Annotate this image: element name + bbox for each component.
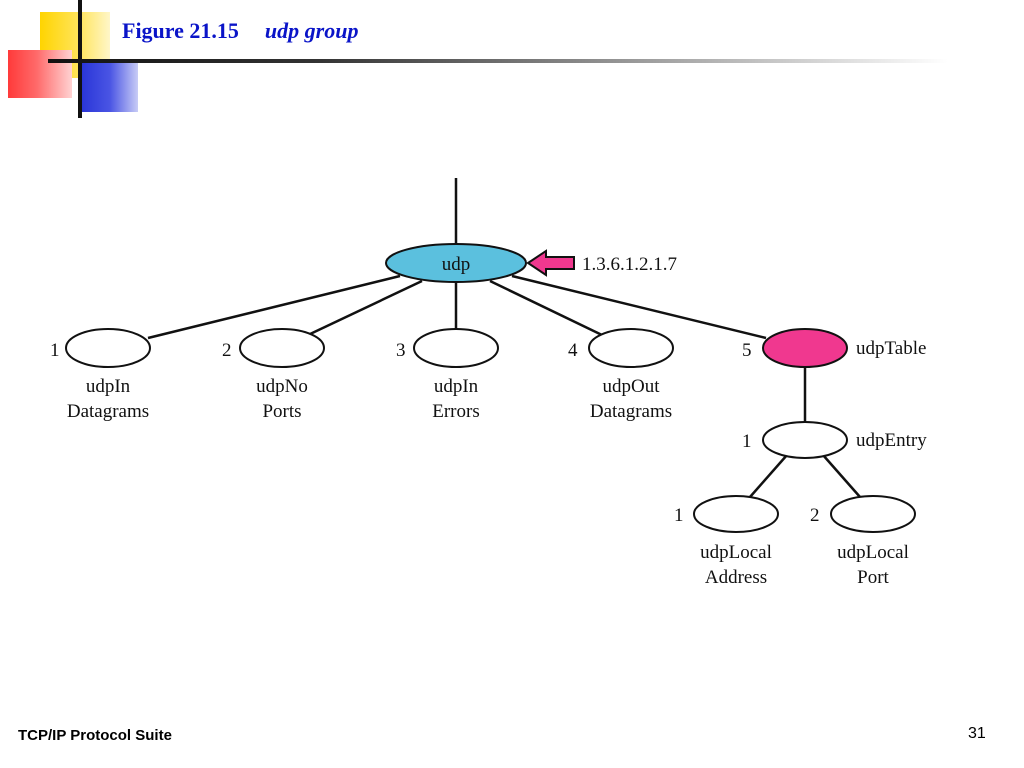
- footer-title: TCP/IP Protocol Suite: [18, 727, 172, 744]
- child-2-index: 2: [222, 340, 232, 361]
- node-udp-in-errors: [413, 328, 499, 368]
- leaf-2-label-line2: Port: [857, 567, 889, 588]
- node-udp-no-ports: [239, 328, 325, 368]
- child-3-label-line1: udpIn: [434, 376, 479, 397]
- leaf-2-index: 2: [810, 505, 820, 526]
- child-1-index: 1: [50, 340, 60, 361]
- udp-entry-label: udpEntry: [856, 430, 927, 451]
- node-udp-out-datagrams: [588, 328, 674, 368]
- leaf-1-label-line2: Address: [705, 567, 767, 588]
- edge-entry-leaf-2: [822, 454, 861, 498]
- node-udp-in-datagrams: [65, 328, 151, 368]
- child-2-label-line1: udpNo: [256, 376, 308, 397]
- node-udp-local-port: [830, 495, 916, 533]
- slide-title: Figure 21.15 udp group: [122, 18, 358, 44]
- child-1-label-line1: udpIn: [86, 376, 131, 397]
- corner-blue-square: [82, 62, 138, 112]
- node-udp-entry: [762, 421, 848, 459]
- leaf-1-label-line1: udpLocal: [700, 542, 772, 563]
- page-number: 31: [968, 725, 986, 742]
- edge-udp-child-1: [147, 274, 401, 340]
- udp-oid-label: 1.3.6.1.2.1.7: [582, 254, 677, 275]
- title-underline-rule: [48, 59, 948, 63]
- child-3-index: 3: [396, 340, 406, 361]
- child-2-label-line2: Ports: [262, 401, 301, 422]
- udp-root-label: udp: [442, 254, 471, 275]
- child-4-label-line2: Datagrams: [590, 401, 672, 422]
- node-udp-local-address: [693, 495, 779, 533]
- entry-index: 1: [742, 431, 752, 452]
- figure-label: Figure 21.15: [122, 18, 239, 43]
- child-5-index: 5: [742, 340, 752, 361]
- leaf-2-label-line1: udpLocal: [837, 542, 909, 563]
- edge-udp-child-4: [489, 279, 603, 337]
- child-4-index: 4: [568, 340, 578, 361]
- leaf-1-index: 1: [674, 505, 684, 526]
- child-1-label-line2: Datagrams: [67, 401, 149, 422]
- corner-red-square: [8, 50, 72, 98]
- child-3-label-line2: Errors: [432, 401, 479, 422]
- node-udp-table: [762, 328, 848, 368]
- udp-table-label: udpTable: [856, 338, 926, 359]
- child-4-label-line1: udpOut: [603, 376, 661, 397]
- udp-root-node: [385, 243, 527, 283]
- edge-udp-child-5: [511, 274, 767, 340]
- edge-udp-child-2: [307, 279, 423, 337]
- figure-title: udp group: [264, 18, 359, 43]
- edge-entry-leaf-1: [749, 454, 788, 498]
- oid-pointer-arrow: [526, 249, 575, 277]
